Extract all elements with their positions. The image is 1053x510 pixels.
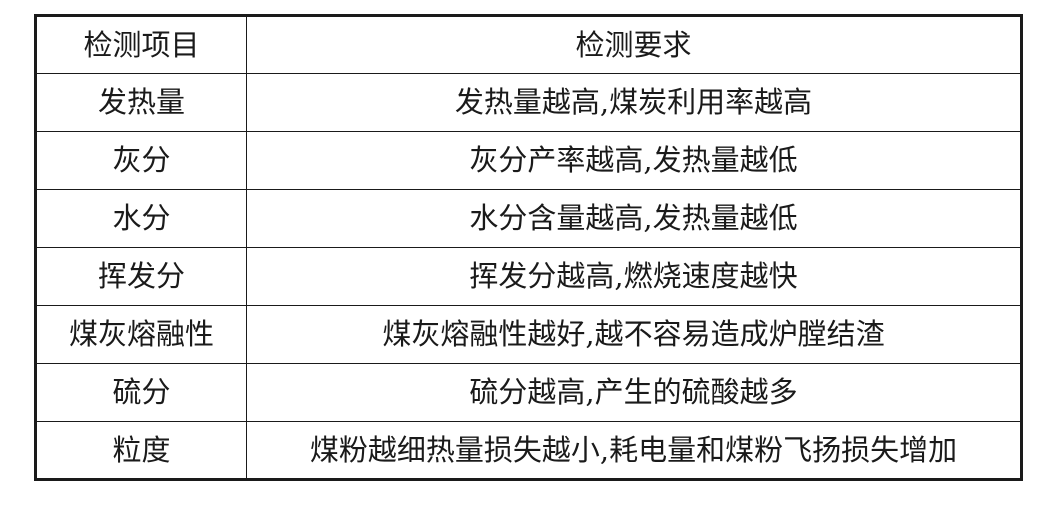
table-row: 硫分 硫分越高,产生的硫酸越多 [35,363,1022,422]
table-row: 挥发分 挥发分越高,燃烧速度越快 [35,247,1022,306]
row-item-cell: 灰分 [35,131,247,190]
table-row: 灰分 灰分产率越高,发热量越低 [35,131,1022,190]
row-requirement-cell: 发热量越高,煤炭利用率越高 [246,73,1022,132]
row-requirement-cell: 灰分产率越高,发热量越低 [246,131,1022,190]
row-requirement-cell: 水分含量越高,发热量越低 [246,189,1022,248]
row-item-cell: 硫分 [35,363,247,422]
row-requirement-cell: 硫分越高,产生的硫酸越多 [246,363,1022,422]
header-row: 检测项目 检测要求 [35,15,1022,74]
table-row: 粒度 煤粉越细热量损失越小,耗电量和煤粉飞扬损失增加 [35,421,1022,480]
table-row: 煤灰熔融性 煤灰熔融性越好,越不容易造成炉膛结渣 [35,305,1022,364]
coal-inspection-table: 检测项目 检测要求 发热量 发热量越高,煤炭利用率越高 灰分 灰分产率越高,发热… [34,14,1023,481]
table-row: 发热量 发热量越高,煤炭利用率越高 [35,73,1022,132]
table-body: 发热量 发热量越高,煤炭利用率越高 灰分 灰分产率越高,发热量越低 水分 水分含… [35,73,1022,480]
header-inspection-item: 检测项目 [35,15,247,74]
row-item-cell: 水分 [35,189,247,248]
table-row: 水分 水分含量越高,发热量越低 [35,189,1022,248]
row-requirement-cell: 挥发分越高,燃烧速度越快 [246,247,1022,306]
header-inspection-requirement: 检测要求 [246,15,1022,74]
row-item-cell: 发热量 [35,73,247,132]
row-requirement-cell: 煤粉越细热量损失越小,耗电量和煤粉飞扬损失增加 [246,421,1022,480]
row-item-cell: 煤灰熔融性 [35,305,247,364]
row-requirement-cell: 煤灰熔融性越好,越不容易造成炉膛结渣 [246,305,1022,364]
table-header: 检测项目 检测要求 [35,15,1022,74]
row-item-cell: 挥发分 [35,247,247,306]
row-item-cell: 粒度 [35,421,247,480]
